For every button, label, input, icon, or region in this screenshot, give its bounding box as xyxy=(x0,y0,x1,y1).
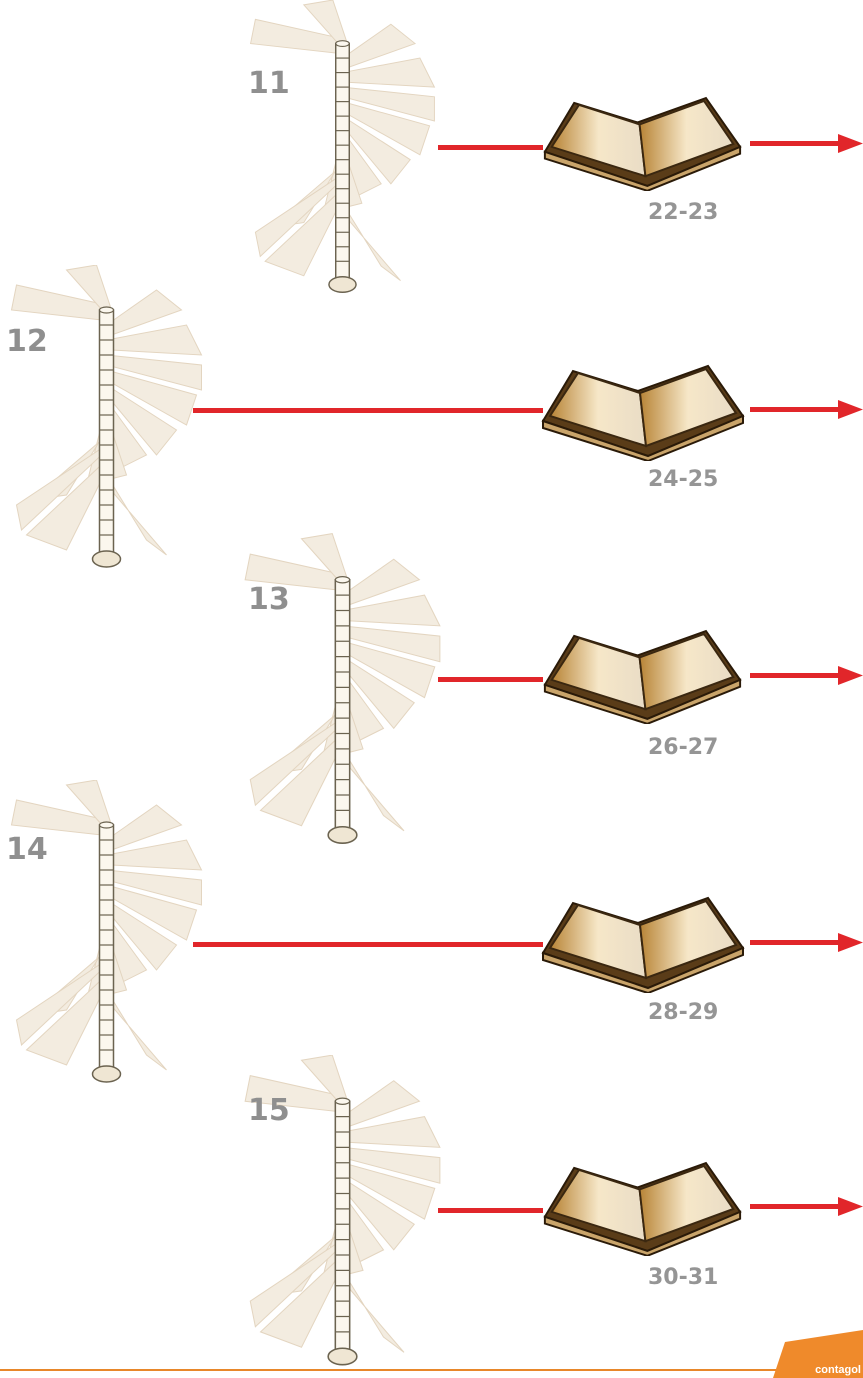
right-arrow-icon[interactable] xyxy=(750,1196,863,1218)
connector-line xyxy=(193,408,543,413)
step-number: 14 xyxy=(6,832,48,867)
page-range: 24-25 xyxy=(648,467,719,492)
open-book-icon[interactable] xyxy=(540,1158,745,1256)
step-number: 12 xyxy=(6,324,48,359)
connector-line xyxy=(438,677,543,682)
spiral-staircase-icon xyxy=(240,0,445,300)
right-arrow-icon[interactable] xyxy=(750,133,863,155)
page-range: 30-31 xyxy=(648,1265,719,1290)
right-arrow-icon[interactable] xyxy=(750,932,863,954)
connector-line xyxy=(438,1208,543,1213)
page-range: 22-23 xyxy=(648,200,719,225)
page-range: 28-29 xyxy=(648,1000,719,1025)
open-book-icon[interactable] xyxy=(538,893,748,993)
right-arrow-icon[interactable] xyxy=(750,399,863,421)
step-number: 13 xyxy=(248,582,290,617)
open-book-icon[interactable] xyxy=(540,93,745,191)
connector-line xyxy=(438,145,543,150)
open-book-icon[interactable] xyxy=(538,361,748,461)
logo-text: contagol xyxy=(815,1364,861,1376)
step-number: 15 xyxy=(248,1093,290,1128)
page-range: 26-27 xyxy=(648,735,719,760)
spiral-staircase-icon xyxy=(4,265,209,575)
open-book-icon[interactable] xyxy=(540,626,745,724)
step-number: 11 xyxy=(248,66,290,101)
spiral-staircase-icon xyxy=(240,530,445,855)
connector-line xyxy=(193,942,543,947)
spiral-staircase-icon xyxy=(4,780,209,1090)
logo-badge xyxy=(773,1330,863,1378)
footer-rule xyxy=(0,1369,780,1371)
right-arrow-icon[interactable] xyxy=(750,665,863,687)
